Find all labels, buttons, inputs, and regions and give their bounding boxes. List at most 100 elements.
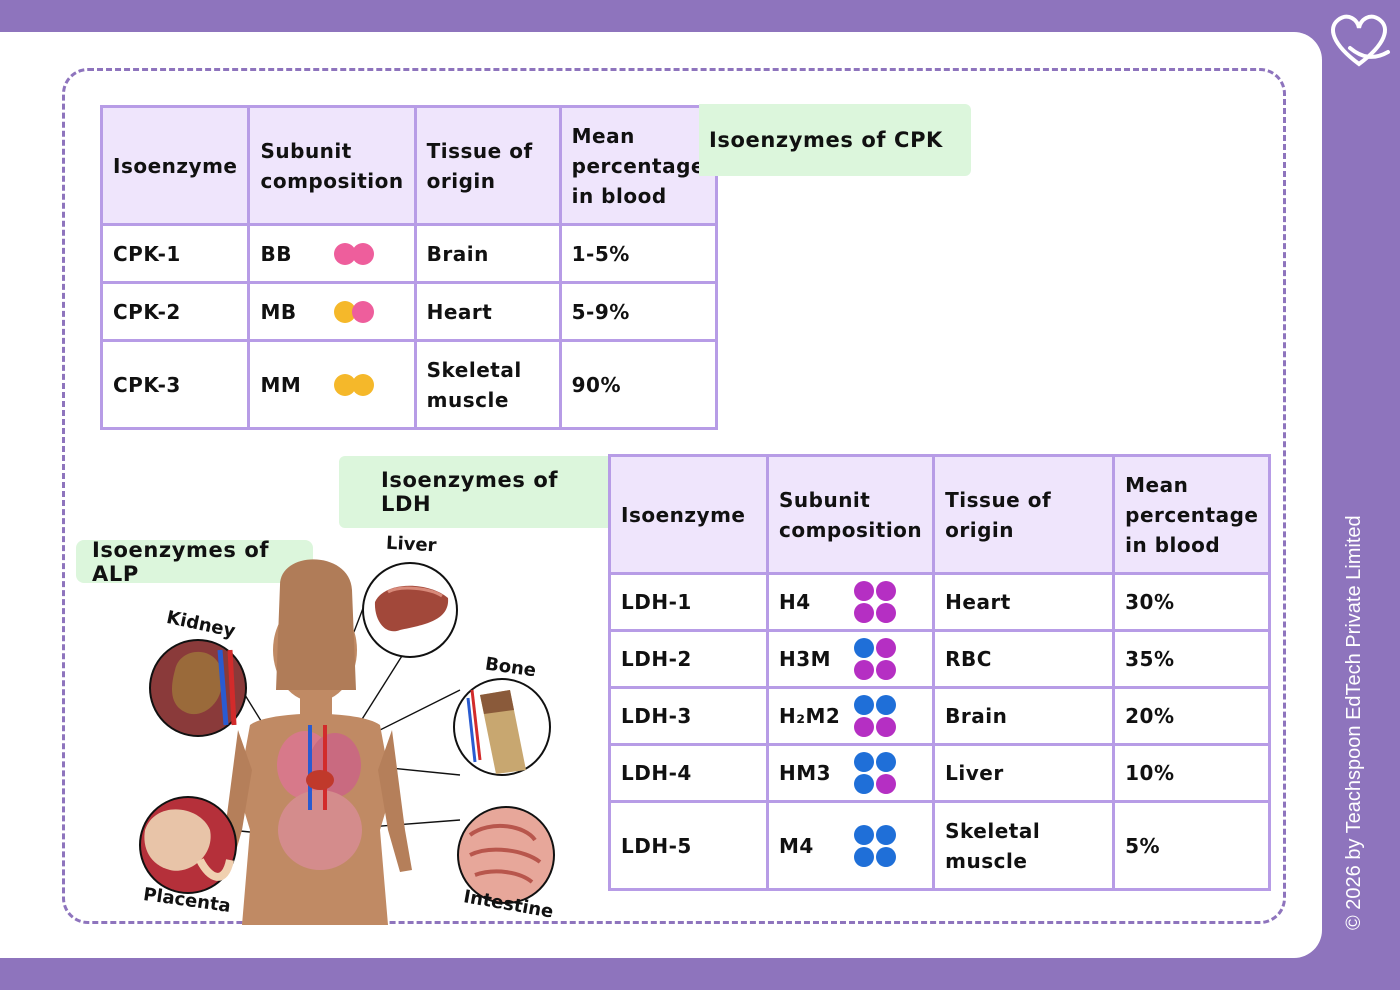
- isoenzyme-cell: CPK-1: [99, 223, 251, 284]
- percent-cell: 5-9%: [558, 281, 718, 342]
- subunit-dots-icon: [854, 824, 897, 867]
- isoenzyme-cell: LDH-1: [608, 572, 769, 632]
- subunit-dot: [876, 824, 897, 845]
- ldh-header-subunit: Subunit composition: [765, 454, 936, 575]
- percent-cell: 90%: [558, 339, 718, 430]
- body-silhouette: [218, 559, 412, 925]
- subunit-text: MB: [260, 299, 297, 324]
- subunit-dot: [876, 660, 897, 680]
- bone-icon: [453, 678, 551, 776]
- percent-cell: 20%: [1112, 686, 1272, 746]
- table-row: CPK-3 MM Skeletal muscle 90%: [99, 339, 718, 430]
- table-row: LDH-2 H3M RBC 35%: [608, 629, 1272, 689]
- kidney-icon: [149, 639, 247, 737]
- subunit-dot: [854, 752, 875, 772]
- table-row: LDH-3 H₂M2 Brain 20%: [608, 686, 1272, 746]
- tissue-cell: Heart: [932, 572, 1116, 632]
- subunit-cell: H₂M2: [765, 686, 936, 746]
- subunit-dot: [854, 581, 875, 601]
- dashed-frame: [62, 68, 1286, 924]
- isoenzyme-cell: CPK-3: [99, 339, 251, 430]
- subunit-dot: [876, 752, 897, 772]
- subunit-cell: HM3: [765, 743, 936, 803]
- cpk-header-isoenzyme: Isoenzyme: [99, 105, 251, 226]
- subunit-dots-icon: [854, 581, 897, 623]
- subunit-dot: [854, 638, 875, 658]
- tissue-cell: Skeletal muscle: [932, 800, 1116, 891]
- copyright-text: © 2026 by Teachspoon EdTech Private Limi…: [1343, 515, 1365, 930]
- subunit-dot: [854, 824, 875, 845]
- table-row: LDH-1 H4 Heart 30%: [608, 572, 1272, 632]
- isoenzyme-cell: LDH-2: [608, 629, 769, 689]
- subunit-text: H4: [779, 590, 811, 614]
- subunit-dot: [854, 846, 875, 867]
- subunit-dot: [333, 300, 356, 323]
- subunit-dot: [854, 603, 875, 623]
- tissue-cell: RBC: [932, 629, 1116, 689]
- subunit-cell: MM: [247, 339, 417, 430]
- subunit-dot: [351, 373, 374, 396]
- subunit-dot: [333, 242, 356, 265]
- liver-label: Liver: [385, 532, 437, 557]
- isoenzyme-cell: LDH-5: [608, 800, 769, 891]
- isoenzyme-cell: CPK-2: [99, 281, 251, 342]
- subunit-dot: [351, 242, 374, 265]
- alp-title: Isoenzymes of ALP: [76, 538, 313, 586]
- subunit-text: HM3: [779, 761, 832, 785]
- percent-cell: 1-5%: [558, 223, 718, 284]
- subunit-dots-icon: [854, 638, 897, 680]
- heart-outline-icon: [1331, 14, 1390, 67]
- tissue-cell: Heart: [413, 281, 562, 342]
- subunit-cell: MB: [247, 281, 417, 342]
- cpk-title: Isoenzymes of CPK: [699, 104, 971, 176]
- body-organs-illustration: [139, 559, 555, 925]
- table-row: LDH-5 M4 Skeletal muscle 5%: [608, 800, 1272, 891]
- cpk-header-tissue: Tissue of origin: [413, 105, 562, 226]
- subunit-cell: H4: [765, 572, 936, 632]
- subunit-dot: [854, 774, 875, 794]
- subunit-dot: [854, 695, 875, 715]
- table-row: CPK-2 MB Heart 5-9%: [99, 281, 718, 342]
- subunit-dot: [876, 846, 897, 867]
- subunit-text: H₂M2: [779, 704, 841, 728]
- subunit-dot: [876, 581, 897, 601]
- table-row: CPK-1 BB Brain 1-5%: [99, 223, 718, 284]
- subunit-text: H3M: [779, 647, 832, 671]
- isoenzyme-cell: LDH-3: [608, 686, 769, 746]
- percent-cell: 10%: [1112, 743, 1272, 803]
- cpk-table: Isoenzyme Subunit composition Tissue of …: [99, 105, 718, 430]
- subunit-cell: M4: [765, 800, 936, 891]
- percent-cell: 30%: [1112, 572, 1272, 632]
- ldh-header-percent: Mean percentage in blood: [1112, 454, 1272, 575]
- subunit-text: BB: [260, 241, 292, 266]
- subunit-dot: [876, 603, 897, 623]
- placenta-icon: [139, 796, 237, 894]
- ldh-header-tissue: Tissue of origin: [932, 454, 1116, 575]
- liver-icon: [362, 562, 458, 658]
- subunit-dots-icon: [854, 752, 897, 794]
- subunit-dot: [333, 373, 356, 396]
- ldh-title: Isoenzymes of LDH: [339, 456, 614, 528]
- subunit-dot: [876, 717, 897, 737]
- subunit-text: M4: [779, 833, 814, 858]
- subunit-dots-icon: [333, 300, 374, 323]
- tissue-cell: Brain: [413, 223, 562, 284]
- cpk-header-subunit: Subunit composition: [247, 105, 417, 226]
- ldh-table: Isoenzyme Subunit composition Tissue of …: [608, 454, 1272, 891]
- subunit-dot: [854, 717, 875, 737]
- subunit-dots-icon: [333, 373, 374, 396]
- subunit-dots-icon: [333, 242, 374, 265]
- ldh-header-isoenzyme: Isoenzyme: [608, 454, 769, 575]
- subunit-dot: [876, 774, 897, 794]
- percent-cell: 35%: [1112, 629, 1272, 689]
- tissue-cell: Skeletal muscle: [413, 339, 562, 430]
- percent-cell: 5%: [1112, 800, 1272, 891]
- tissue-cell: Liver: [932, 743, 1116, 803]
- cpk-header-row: Isoenzyme Subunit composition Tissue of …: [99, 105, 718, 226]
- subunit-cell: BB: [247, 223, 417, 284]
- subunit-dot: [876, 695, 897, 715]
- subunit-dots-icon: [854, 695, 897, 737]
- isoenzyme-cell: LDH-4: [608, 743, 769, 803]
- cpk-header-percent: Mean percentage in blood: [558, 105, 718, 226]
- table-row: LDH-4 HM3 Liver 10%: [608, 743, 1272, 803]
